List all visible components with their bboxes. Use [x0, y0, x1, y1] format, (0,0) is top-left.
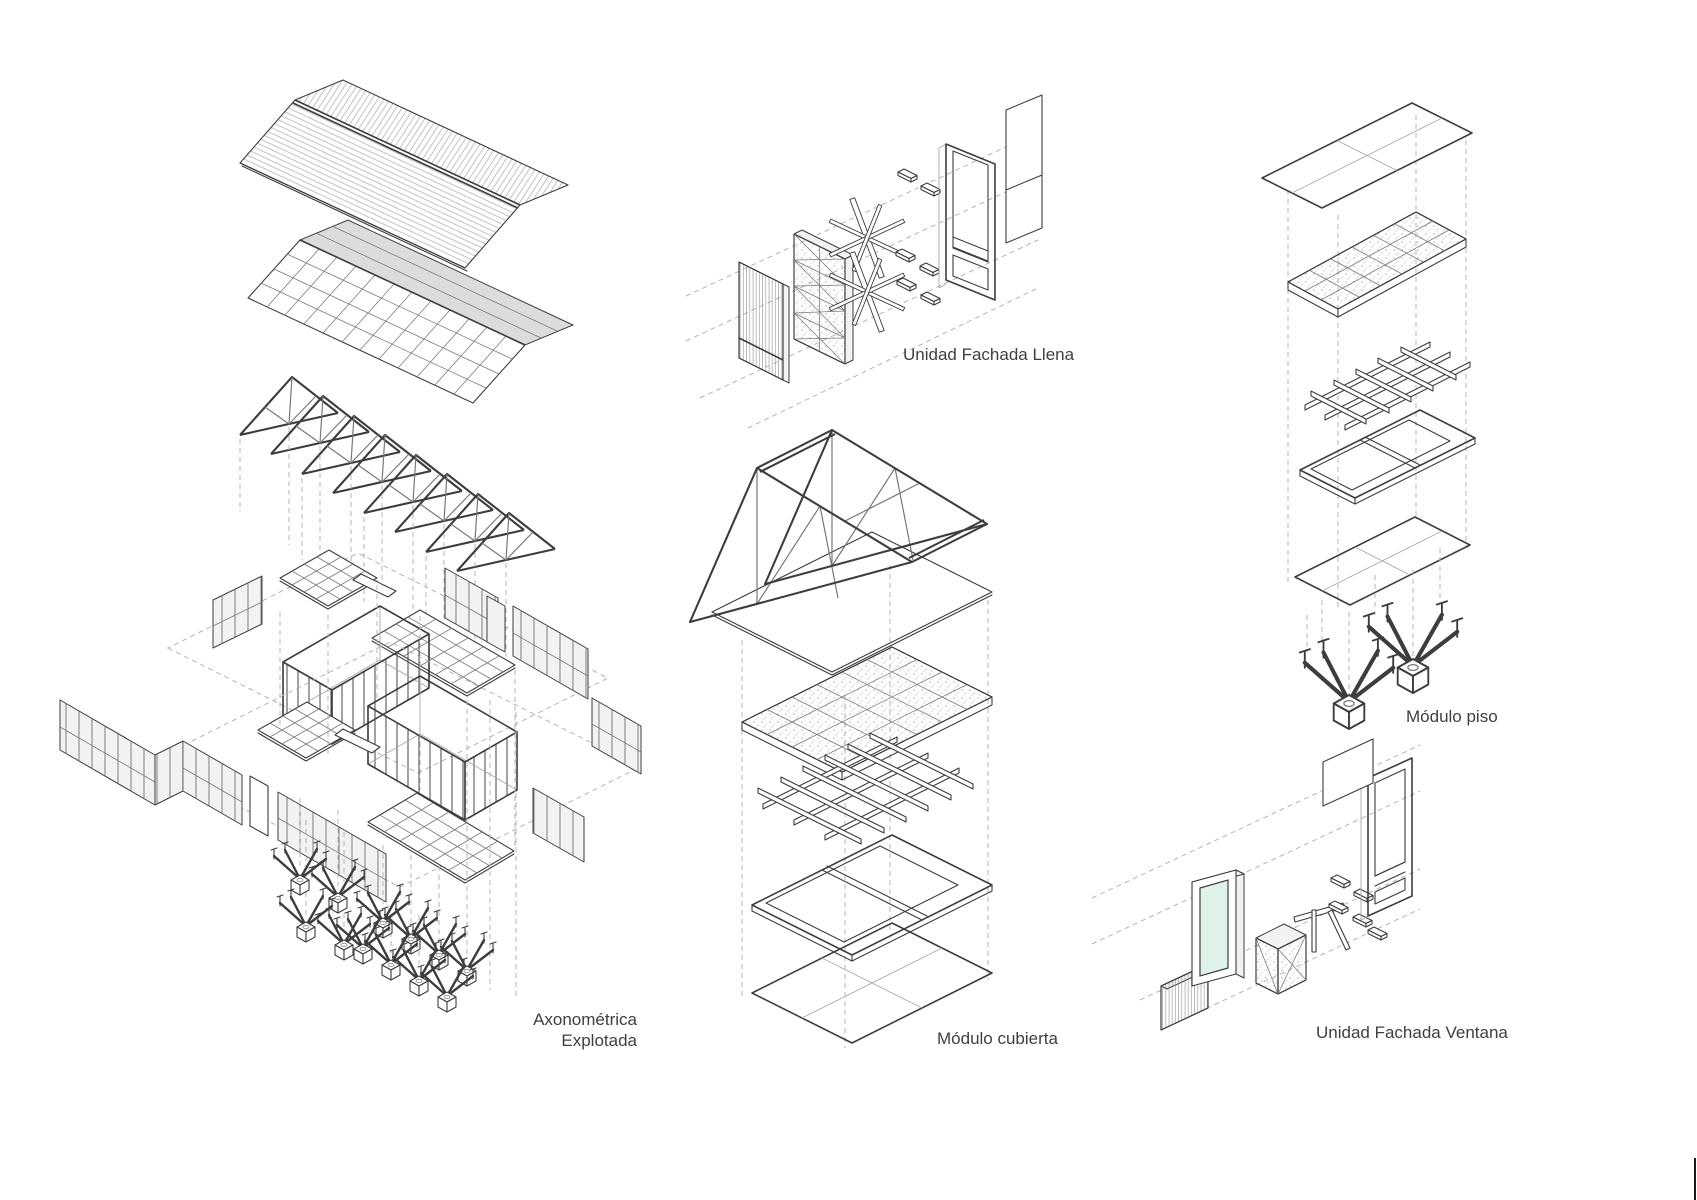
roof-sheet-layer [239, 79, 569, 272]
wall-panel-strip [154, 740, 184, 806]
flat-sheathing-panel [1322, 738, 1374, 807]
label-roof-module: Módulo cubierta [937, 1029, 1058, 1048]
wall-panel-strip [212, 575, 263, 649]
wall-panel-strip [59, 699, 156, 806]
ceiling-plate-level [166, 549, 610, 774]
base-plate [1294, 516, 1471, 606]
exploded-axonometric-diagram [59, 79, 642, 1014]
base-plate [751, 922, 993, 1044]
truss-array [238, 375, 557, 573]
facade-window-unit-diagram [1091, 738, 1421, 1031]
insulated-block-panel [1255, 923, 1307, 995]
ceiling-plate-small [279, 549, 378, 610]
insulation-tile-slab [1287, 211, 1467, 318]
perimeter-frame [751, 834, 993, 962]
facade-solid-unit-diagram [685, 94, 1043, 429]
top-deck-plate [1261, 102, 1473, 209]
label-line: Explotada [561, 1031, 637, 1050]
scan-edge-artifact [1694, 1158, 1696, 1200]
connector-blocks [895, 168, 941, 306]
joist-lattice [1304, 341, 1471, 431]
wall-panel-strip [512, 605, 589, 700]
label-line: Axonométrica [533, 1010, 637, 1029]
wall-panel-strip [182, 740, 243, 826]
label-facade-solid-unit: Unidad Fachada Llena [903, 345, 1075, 364]
wall-panel-small [486, 595, 506, 653]
bridge-plank-lower [334, 728, 381, 754]
purlin-layer [247, 219, 575, 404]
perimeter-frame [1299, 409, 1476, 505]
door-frame-piece [249, 775, 269, 837]
insulation-tile-slab [741, 646, 993, 781]
window-glass [1199, 879, 1229, 977]
label-facade-window-unit: Unidad Fachada Ventana [1316, 1023, 1508, 1042]
floor-plate-level [59, 641, 642, 903]
floor-module-diagram [1261, 102, 1476, 729]
roof-module-diagram [688, 428, 993, 1048]
wall-panel-strip [532, 787, 585, 863]
wall-panel-strip [591, 697, 642, 775]
flat-sheathing-panel [1005, 94, 1043, 244]
floor-plate-large [367, 792, 515, 884]
roof-truss-assembly [688, 428, 993, 676]
window-frame [1191, 869, 1245, 987]
floor-plate-small [257, 701, 356, 762]
stud-frame-unit [938, 143, 996, 301]
corrugated-cladding-panel [738, 261, 790, 384]
label-floor-module: Módulo piso [1406, 707, 1498, 726]
label-exploded-axonometric: Axonométrica Explotada [437, 1009, 637, 1051]
bridge-plank-upper [352, 573, 397, 598]
joist-lattice [757, 732, 974, 845]
wall-panel-strip [277, 791, 387, 903]
